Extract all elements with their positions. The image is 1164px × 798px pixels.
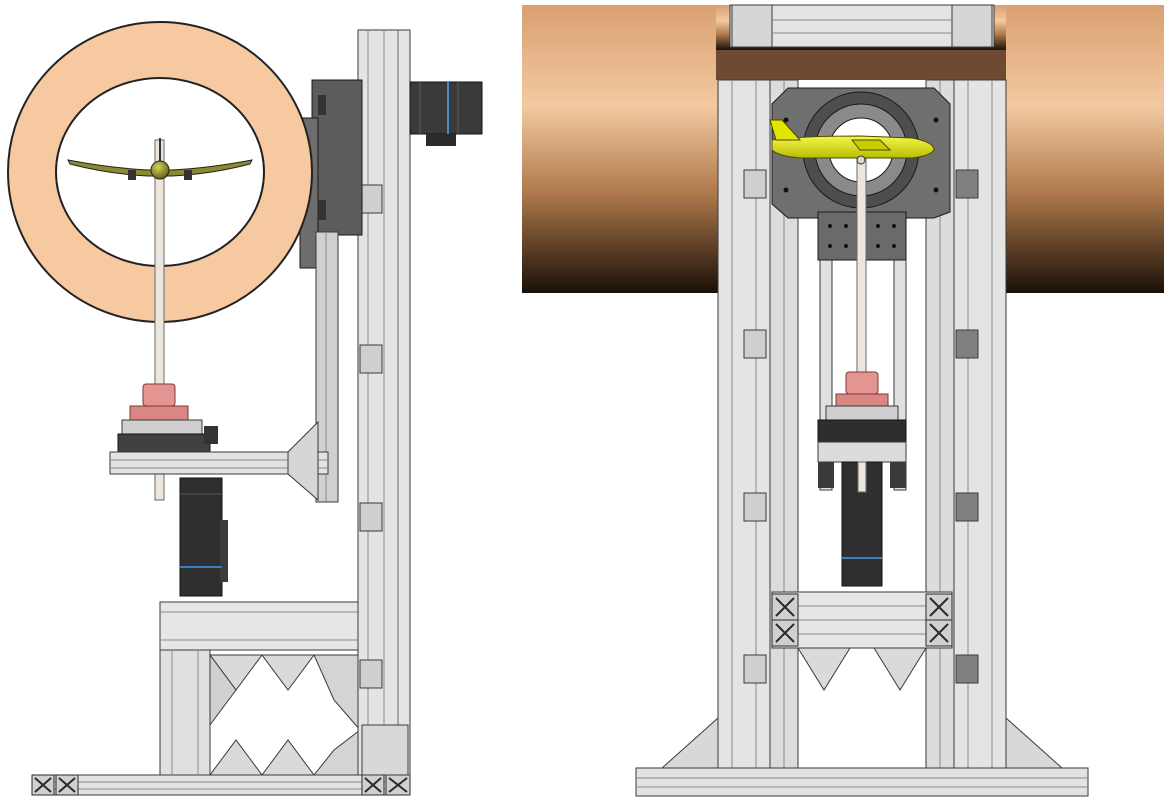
front-left-foot-gusset: [660, 716, 719, 769]
tunnel-flange: [716, 50, 1006, 80]
side-horizontal-arm: [109, 420, 329, 502]
front-turntable: [817, 371, 907, 488]
front-aircraft-model: [769, 119, 935, 165]
front-right-foot-gusset: [1005, 716, 1064, 769]
side-actuator: [179, 477, 228, 597]
front-actuator: [841, 461, 883, 587]
side-vertical-column: [357, 29, 411, 776]
side-turntable: [117, 383, 218, 453]
front-view: [522, 4, 1164, 797]
side-lower-table: [159, 601, 361, 776]
side-base-rail: [31, 774, 411, 796]
wind-tunnel-pipe-right: [1005, 5, 1164, 293]
front-sting-rod: [856, 149, 867, 376]
front-base-rail: [635, 767, 1089, 797]
side-motor: [409, 81, 483, 146]
wind-tunnel-pipe-left: [522, 5, 718, 293]
side-aircraft-model: [67, 138, 253, 180]
front-top-crossbar: [729, 4, 995, 48]
side-view: [7, 21, 483, 796]
front-lower-crossbars: [771, 591, 953, 691]
